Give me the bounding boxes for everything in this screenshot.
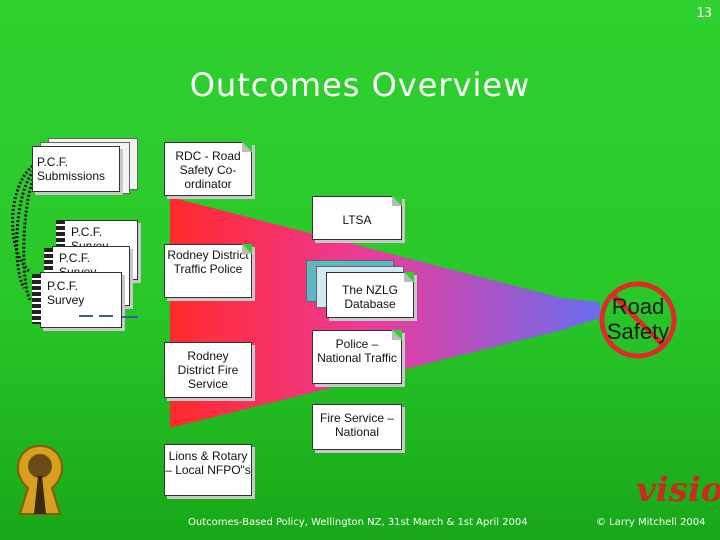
- connector-line: [22, 171, 38, 301]
- copyright-text: © Larry Mitchell 2004: [596, 517, 706, 528]
- prohibition-slash: [610, 292, 666, 348]
- rodney-fire-service-box: Rodney District Fire Service: [164, 342, 252, 398]
- connector-line: [15, 166, 38, 289]
- ltsa-label: LTSA: [342, 213, 372, 227]
- road-safety-sign: [599, 281, 677, 359]
- rodney-traffic-police-box: Rodney District Traffic Police: [164, 244, 252, 298]
- pcf-submissions-label: P.C.F. Submissions: [37, 155, 106, 183]
- fire-service-national-label: Fire Service – National: [319, 411, 395, 439]
- footer-text: Outcomes-Based Policy, Wellington NZ, 31…: [188, 517, 528, 528]
- slide-title: Outcomes Overview: [189, 66, 531, 104]
- pcf-survey-label: P.C.F. Survey: [47, 279, 85, 307]
- nzlg-database-label: The NZLG Database: [341, 283, 398, 311]
- fire-service-national-box: Fire Service – National: [312, 404, 402, 450]
- road-safety-label: Road Safety: [606, 294, 670, 344]
- cut-line: [122, 316, 138, 318]
- slide-number: 13: [696, 6, 712, 21]
- keyhole-tree-icon: [16, 444, 64, 515]
- rdc-road-safety-box: RDC - Road Safety Co-ordinator: [164, 142, 252, 196]
- police-national-box: Police – National Traffic: [312, 330, 402, 384]
- cut-line: [79, 315, 93, 317]
- cut-line: [99, 315, 113, 317]
- rdc-road-safety-label: RDC - Road Safety Co-ordinator: [175, 149, 241, 191]
- rodney-fire-service-label: Rodney District Fire Service: [177, 349, 239, 391]
- rodney-traffic-police-label: Rodney District Traffic Police: [167, 248, 249, 276]
- vision-logo: vision: [636, 470, 720, 510]
- survey-binding-icon: [56, 220, 65, 270]
- ltsa-box: LTSA: [312, 196, 402, 240]
- pcf-survey-box-front: P.C.F. Survey: [40, 272, 122, 328]
- lions-rotary-label: Lions & Rotary – Local NFPO"s: [165, 449, 251, 477]
- police-national-label: Police – National Traffic: [317, 337, 397, 365]
- survey-binding-icon: [32, 274, 41, 324]
- prohibition-ring: [599, 281, 677, 359]
- nzlg-database-box: The NZLG Database: [326, 272, 414, 318]
- lions-rotary-box: Lions & Rotary – Local NFPO"s: [164, 444, 252, 496]
- pcf-submissions-box: P.C.F. Submissions: [32, 146, 120, 192]
